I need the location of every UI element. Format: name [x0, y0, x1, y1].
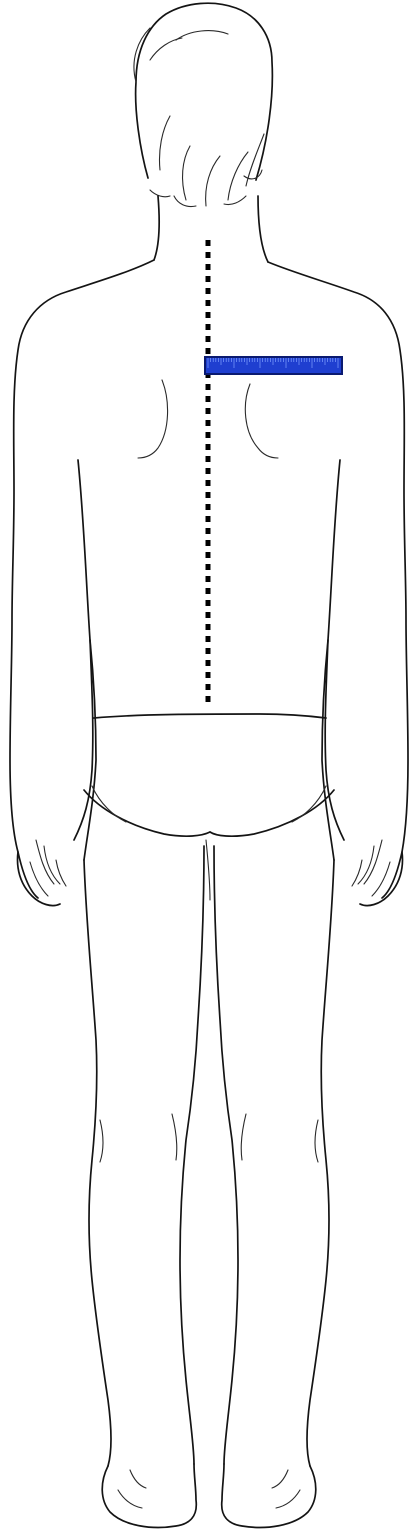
- left-hand: [18, 840, 66, 906]
- head-hair: [134, 3, 272, 206]
- left-arm-inner: [74, 460, 93, 840]
- waistband: [94, 714, 326, 718]
- measuring-tape-body: [205, 357, 342, 374]
- right-leg-outer: [307, 860, 334, 1466]
- torso-left-outline: [10, 260, 154, 898]
- right-hand: [352, 840, 402, 906]
- left-knee: [100, 1120, 103, 1162]
- right-knee: [315, 1120, 318, 1162]
- neck-left: [154, 196, 159, 260]
- left-hip: [84, 640, 96, 860]
- right-foot: [222, 1464, 316, 1527]
- measuring-tape-icon: [205, 357, 342, 374]
- right-shoulder-blade: [245, 384, 278, 458]
- right-calf-line: [241, 1114, 246, 1160]
- left-foot: [102, 1464, 196, 1527]
- left-shoulder-blade: [138, 380, 168, 458]
- neck-right: [258, 196, 268, 262]
- left-calf-line: [172, 1114, 177, 1160]
- left-leg-inner: [180, 846, 204, 1464]
- human-figure-back-icon: [10, 3, 408, 1527]
- buttocks: [84, 786, 334, 900]
- right-hip: [322, 640, 334, 860]
- right-arm-inner: [325, 460, 344, 840]
- right-leg-inner: [214, 846, 238, 1464]
- left-leg-outer: [84, 860, 111, 1466]
